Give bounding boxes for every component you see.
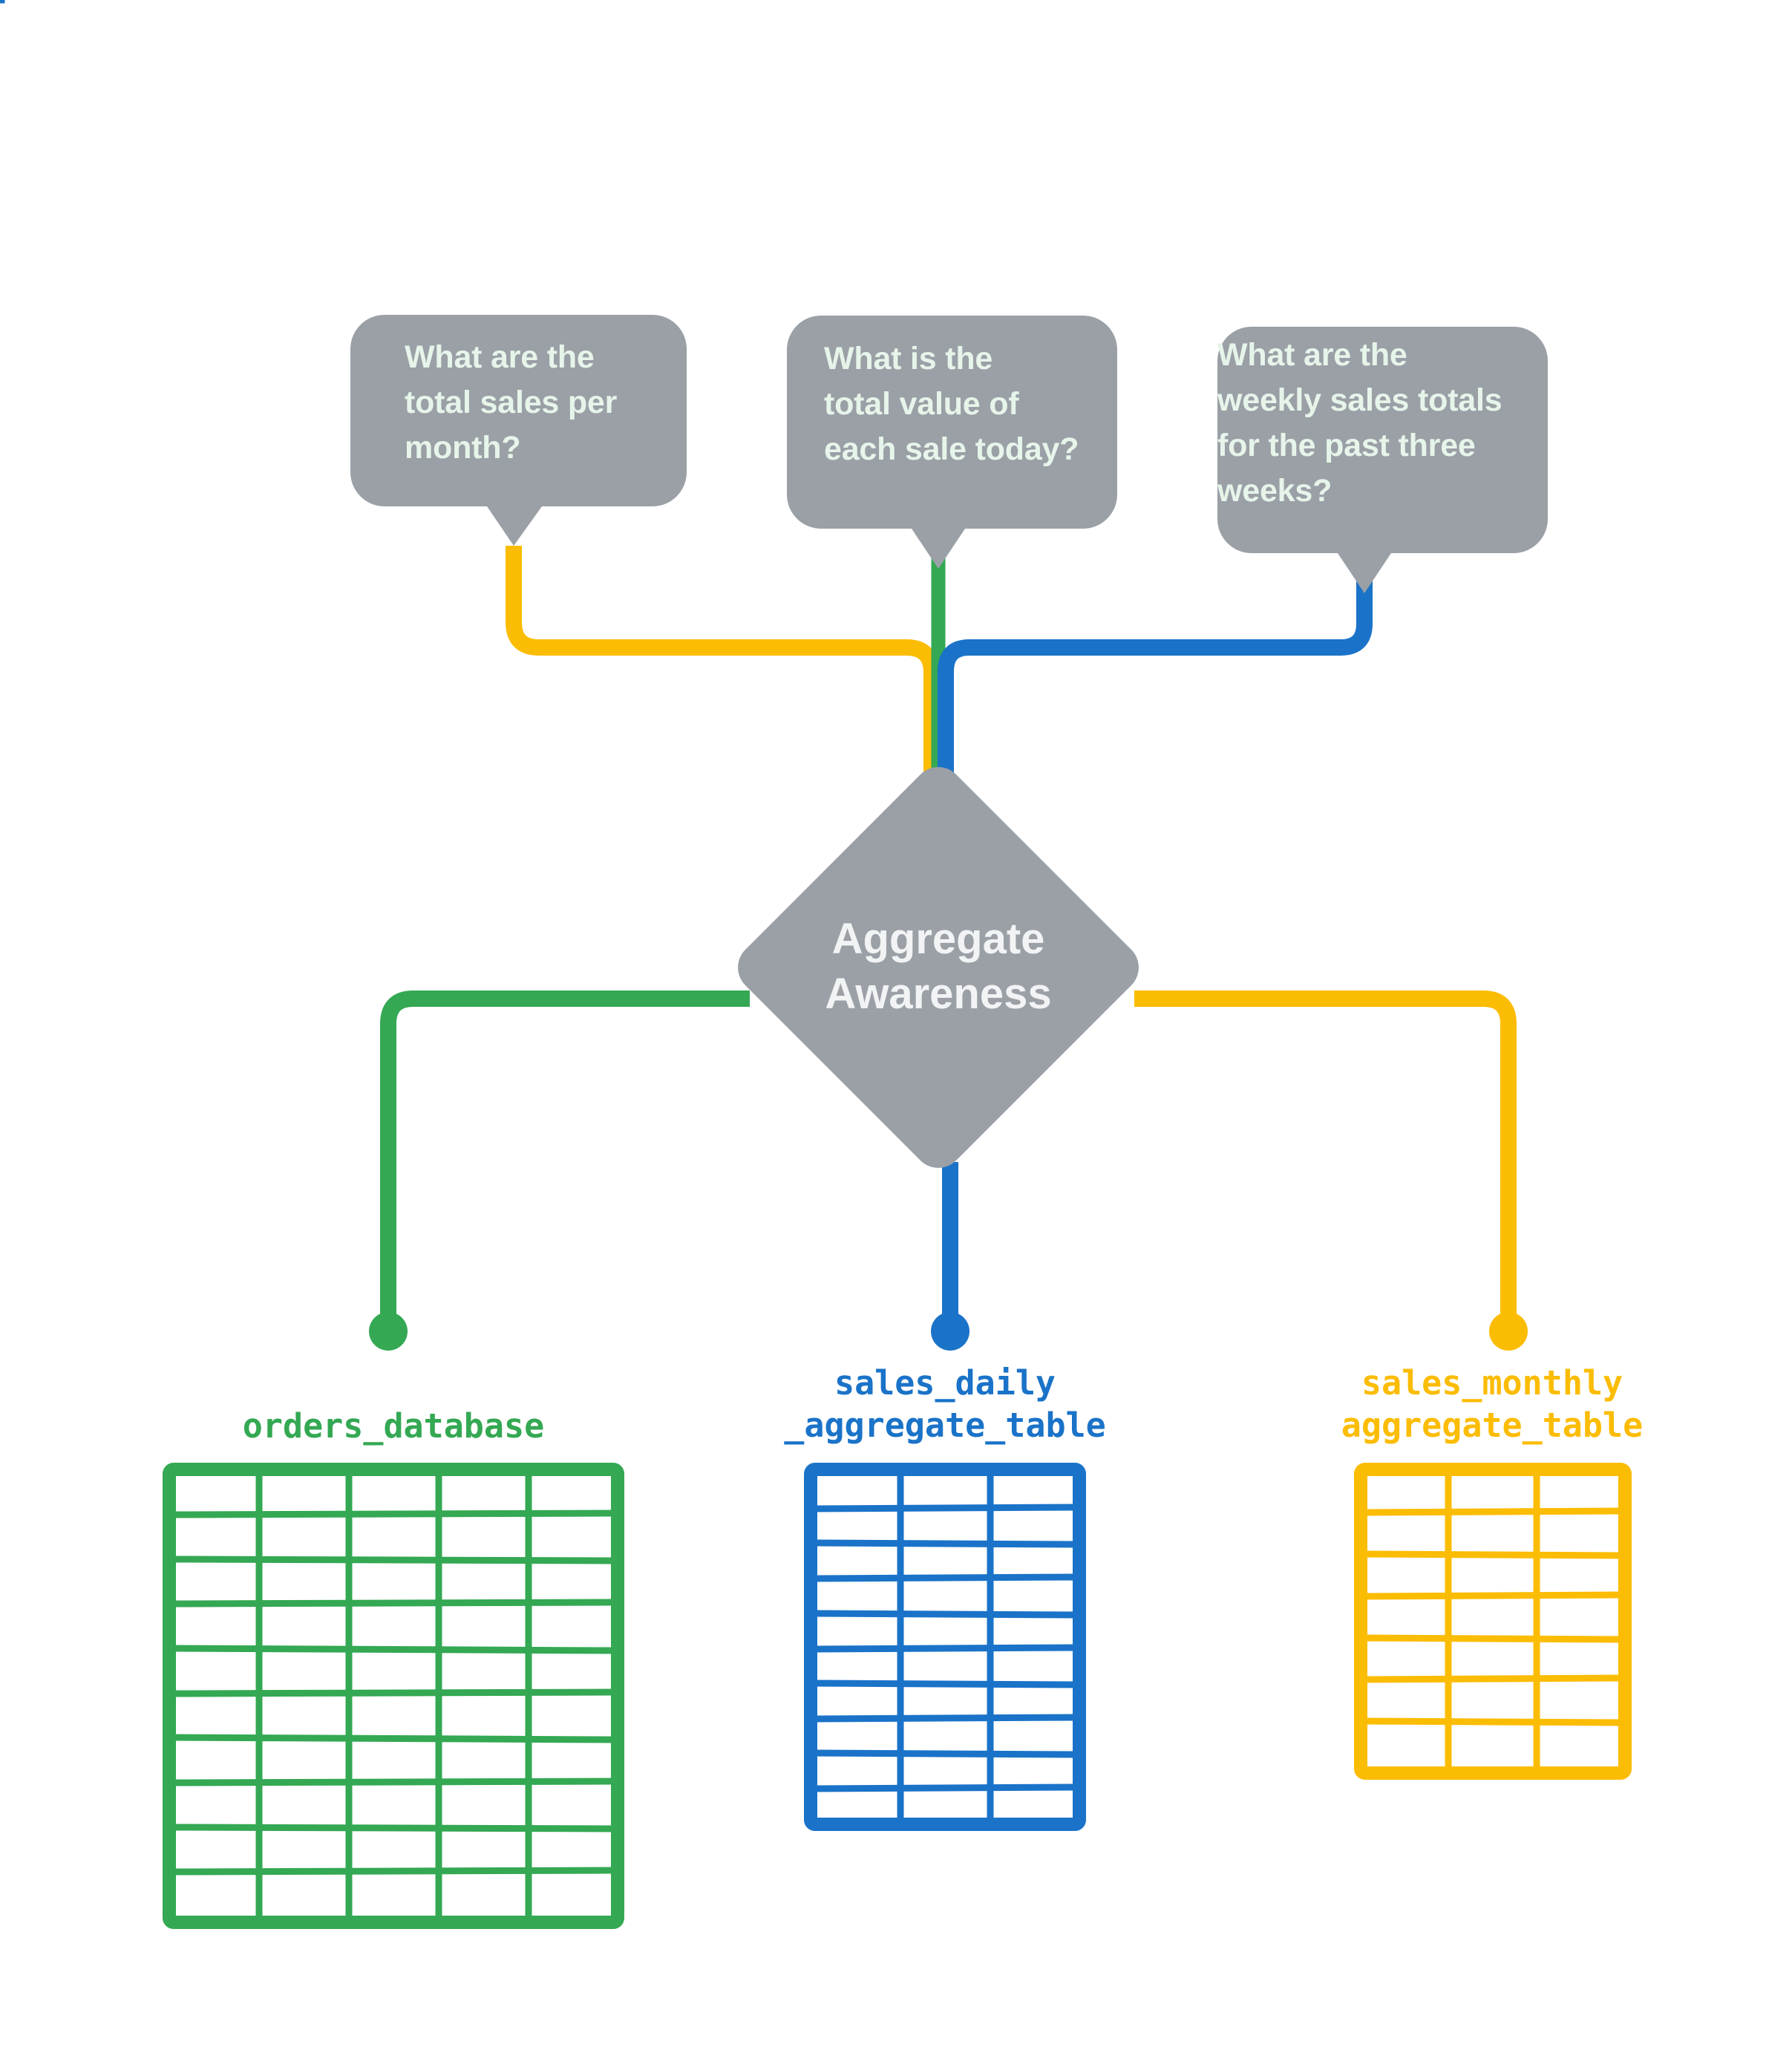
table-label-orders-database: orders_database bbox=[242, 1406, 545, 1446]
speech-bubble-monthly[interactable] bbox=[350, 315, 687, 546]
connector-sales-monthly bbox=[1134, 990, 1528, 1351]
center-node-diamond[interactable] bbox=[738, 767, 1139, 1168]
table-grid-sales-monthly bbox=[1354, 1463, 1632, 1780]
connector-sales-daily bbox=[931, 1162, 969, 1351]
table-grid-orders-database bbox=[163, 1463, 624, 1929]
table-label-sales-monthly: sales_monthly aggregate_table bbox=[1341, 1363, 1644, 1445]
table-grid-sales-daily bbox=[0, 0, 1086, 1831]
connector-endpoint-dot bbox=[1489, 1312, 1528, 1351]
connector-orders-database bbox=[369, 990, 750, 1351]
connector-endpoint-dot bbox=[931, 1312, 969, 1351]
connector-monthly-question bbox=[506, 546, 940, 777]
speech-bubble-daily[interactable] bbox=[787, 316, 1117, 569]
table-label-sales-daily: sales_daily _aggregate_table bbox=[784, 1363, 1106, 1445]
connector-endpoint-dot bbox=[369, 1312, 408, 1351]
connector-weekly-question bbox=[938, 551, 1373, 777]
speech-bubble-weekly[interactable] bbox=[1217, 327, 1548, 593]
